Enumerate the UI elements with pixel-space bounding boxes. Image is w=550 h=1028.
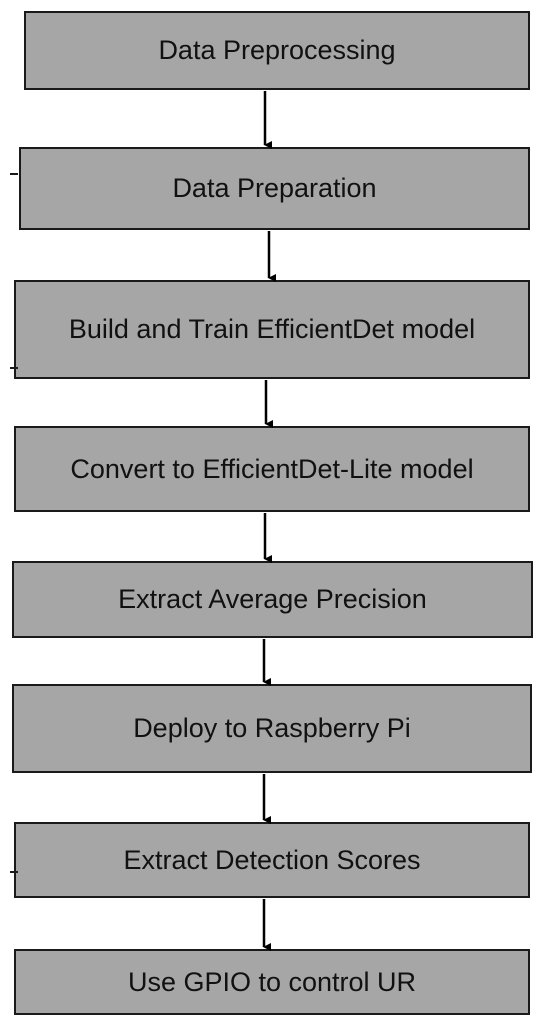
flow-step-extract-detection-scores: Extract Detection Scores: [14, 822, 530, 898]
step-label: Data Preprocessing: [158, 35, 396, 66]
flow-step-data-preprocessing: Data Preprocessing: [24, 11, 530, 90]
step-label: Data Preparation: [172, 173, 377, 204]
step-label: Convert to EfficientDet-Lite model: [70, 453, 474, 484]
left-tick-mark: [10, 173, 18, 175]
flow-step-deploy-raspberry-pi: Deploy to Raspberry Pi: [12, 684, 532, 773]
left-tick-mark: [10, 871, 18, 873]
left-tick-mark: [10, 367, 18, 369]
step-label: Build and Train EfficientDet model: [68, 314, 476, 345]
step-label: Extract Detection Scores: [123, 844, 421, 875]
flow-step-convert-lite-model: Convert to EfficientDet-Lite model: [14, 426, 530, 512]
flow-step-extract-average-precision: Extract Average Precision: [12, 561, 533, 638]
step-label: Deploy to Raspberry Pi: [133, 713, 411, 744]
step-label: Use GPIO to control UR: [127, 966, 417, 997]
flow-step-gpio-control-ur: Use GPIO to control UR: [14, 949, 530, 1015]
step-label: Extract Average Precision: [118, 584, 427, 615]
flow-step-data-preparation: Data Preparation: [19, 147, 530, 230]
flow-step-build-train-model: Build and Train EfficientDet model: [14, 280, 530, 379]
